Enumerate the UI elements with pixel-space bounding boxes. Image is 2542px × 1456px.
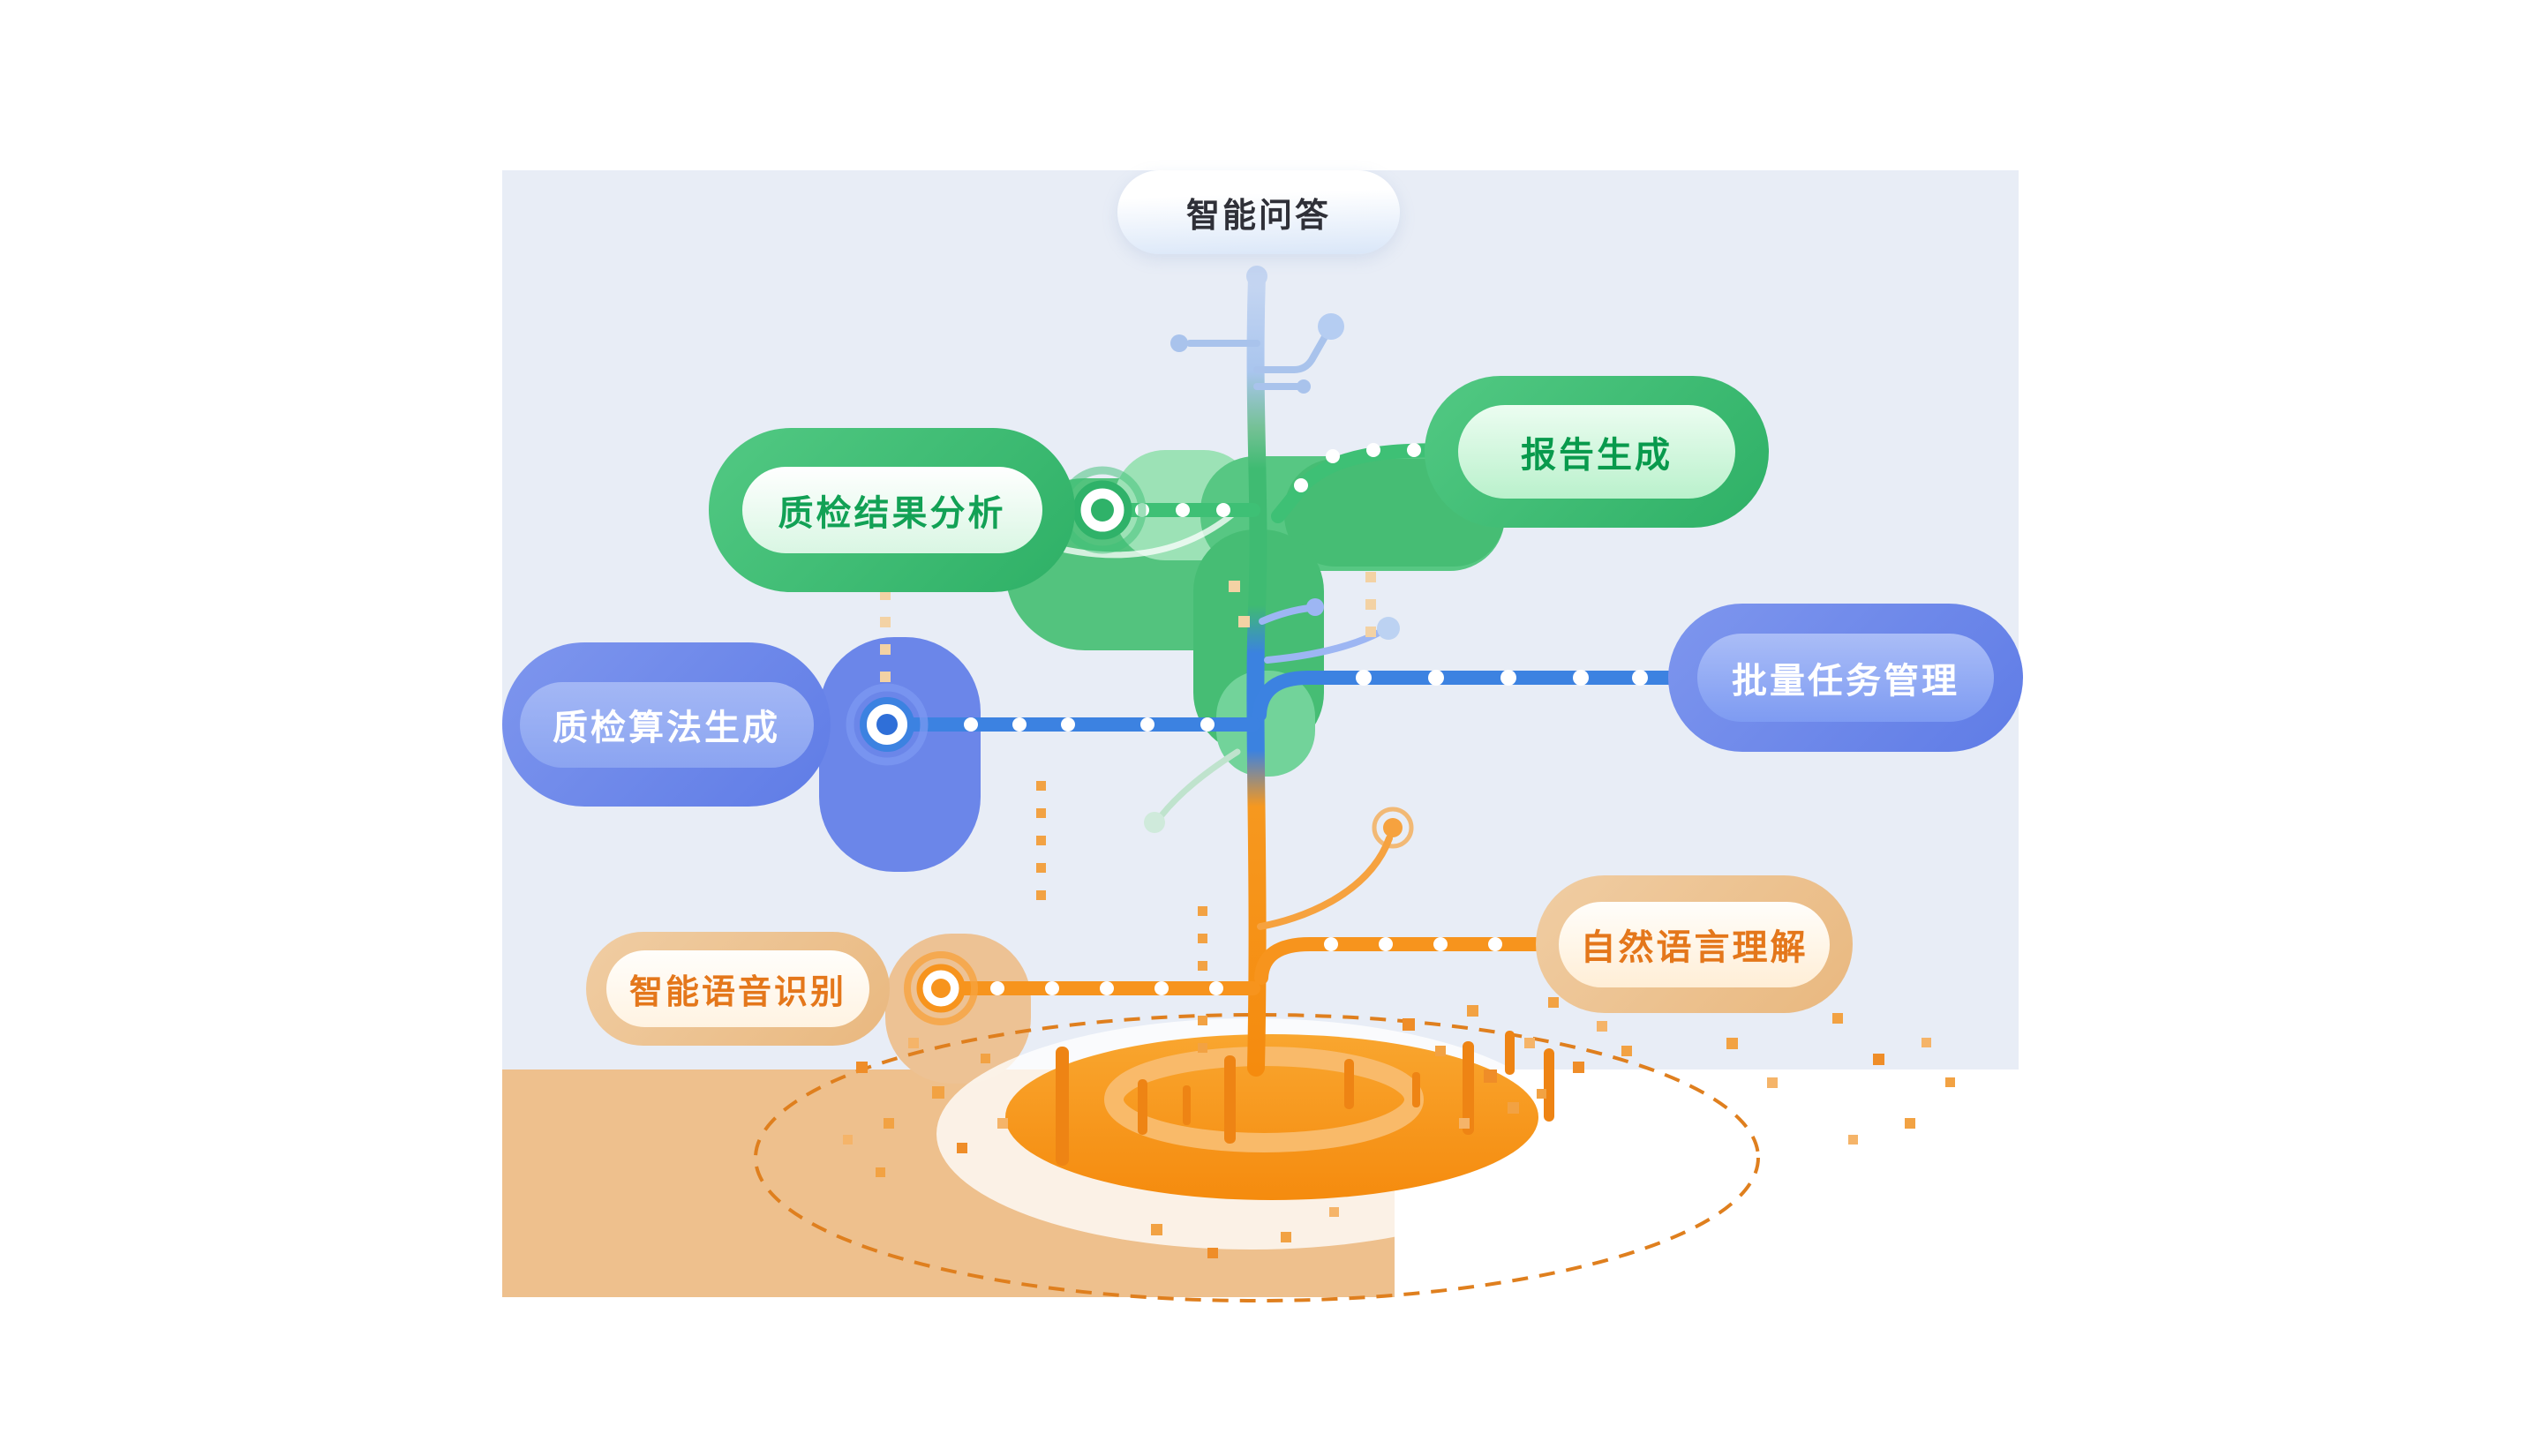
thin-twigs xyxy=(1144,598,1414,930)
base-pillars xyxy=(1056,1031,1554,1166)
node-report-label: 报告生成 xyxy=(1458,405,1735,499)
node-qa: 智能问答 xyxy=(1117,170,1400,254)
foliage-highlight xyxy=(1034,508,1239,559)
trunk xyxy=(1246,266,1267,1077)
orange-node-icon xyxy=(904,951,978,1025)
node-batch: 批量任务管理 xyxy=(1668,604,2023,752)
node-analysis: 质检结果分析 xyxy=(709,428,1075,592)
top-twigs xyxy=(1170,266,1344,394)
confetti xyxy=(843,572,1955,1258)
node-analysis-label: 质检结果分析 xyxy=(741,467,1042,553)
node-nlu: 自然语言理解 xyxy=(1536,875,1853,1013)
node-algorithm-label: 质检算法生成 xyxy=(519,681,814,768)
blue-node-icon xyxy=(846,683,929,766)
base-dashed-orbit xyxy=(754,1013,1760,1302)
node-batch-label: 批量任务管理 xyxy=(1697,634,1994,722)
node-qa-label: 智能问答 xyxy=(1185,196,1331,235)
node-nlu-label: 自然语言理解 xyxy=(1559,901,1830,987)
node-asr: 智能语音识别 xyxy=(586,932,890,1046)
node-report: 报告生成 xyxy=(1425,376,1769,528)
node-asr-label: 智能语音识别 xyxy=(606,950,869,1027)
node-algorithm: 质检算法生成 xyxy=(502,642,831,807)
